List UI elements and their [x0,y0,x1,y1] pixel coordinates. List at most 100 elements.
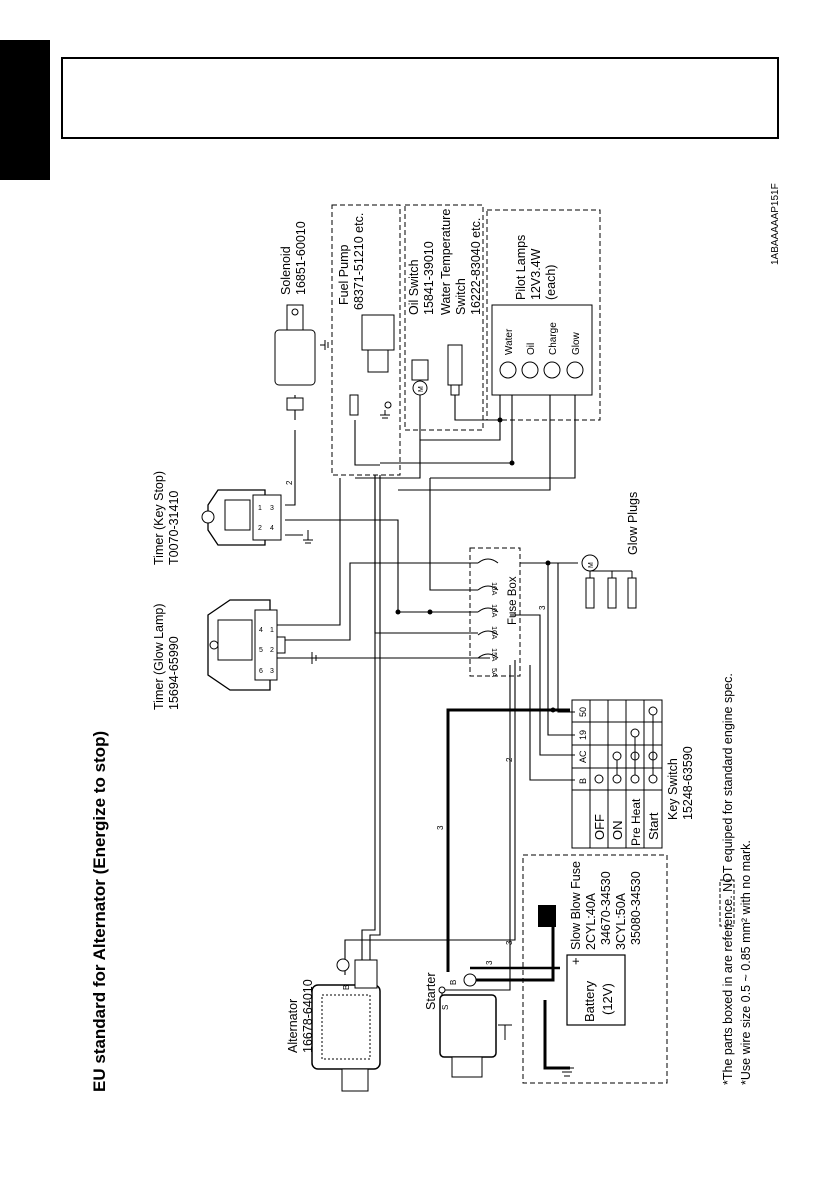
timer-key-pin: 1 [258,505,262,512]
battery-ground-symbol [560,1067,574,1077]
slow-blow-fuse-name: Slow Blow Fuse [569,861,583,950]
ground-symbol [320,340,329,350]
oil-switch-body [411,359,429,381]
fuse-link [477,630,499,636]
oil-switch-name: Oil Switch [407,259,421,315]
timer-key-pin: 4 [270,525,274,532]
fuse-rating: 10A [490,626,499,639]
starter-name: Starter [424,972,438,1010]
figure-code: 1ABAAAAAP151F [770,183,781,265]
key-row-on: ON [610,821,625,841]
key-contact [612,751,622,761]
ground-symbol [380,410,390,419]
terminal-mark: M [418,386,425,392]
timer-glow-pin: 5 [259,647,263,654]
fuel-pump-connector [349,394,359,416]
fuse-rating: 15A [490,648,499,661]
timer-glow-pin: 1 [270,627,274,634]
water-switch-wire [454,395,505,421]
solenoid-name: Solenoid [279,246,293,295]
key-switch-table [571,699,663,849]
pilot-lamps-each: (each) [544,265,558,300]
key-col-50: 50 [578,707,588,717]
lamp-bus-3 [398,375,551,491]
fuse-ratings: 10A 10A 10A 15A 5A [490,582,499,677]
alt-wire-3 [369,475,381,975]
wire-mark: 3 [485,960,494,965]
slow-blow-fuse-line: 35080-34530 [629,871,643,945]
key-row-start: Start [646,812,661,840]
junction-dot [545,560,551,566]
alternator-b-terminal [336,958,350,972]
timer-glow-pin: 4 [259,627,263,634]
fuse-to-timer-wire-2 [429,478,478,591]
slow-blow-fuse-line: 34670-34530 [599,871,613,945]
fuel-pump-body [361,314,395,351]
pilot-lamp-label: Oil [526,343,537,355]
slow-blow-fuse-line: 2CYL:40A [584,892,598,950]
fuel-pump-base [367,349,389,373]
water-switch-name-1: Water Temperature [439,209,453,315]
timer-glow-pin: 6 [259,668,263,675]
fuel-pump-symbol [349,314,395,416]
fuse-link [477,558,499,564]
glow-plugs-name: Glow Plugs [626,492,640,555]
terminal-mark: B [449,980,458,985]
water-switch-part: 16222-83040 etc. [469,218,483,315]
terminal-mark: S [441,1005,450,1010]
timer-glow-tab [276,636,286,654]
timer-key-symbol [201,489,282,546]
solenoid-pin [291,308,299,316]
key-row-preheat: Pre Heat [629,798,643,846]
header-box [61,57,779,139]
timer-glow-ground [295,652,317,664]
fuse-box-name: Fuse Box [507,576,519,625]
battery-plus: + [568,957,583,965]
pilot-lamp [566,361,584,379]
fuel-pump-name: Fuel Pump [337,245,351,305]
wire-mark: 2 [505,757,514,762]
main-power-wire [446,708,570,982]
timer-glow-pins: 6 5 4 3 2 1 [259,627,274,675]
glow-plug-wire-link [589,570,633,578]
solenoid-body [274,329,316,386]
solenoid-part: 16851-60010 [294,221,308,295]
starter-terminal-2 [438,986,446,994]
note-wire-size: *Use wire size 0.5 ~ 0.85 mm² with no ma… [739,840,753,1085]
alternator-fins [321,994,371,1060]
key-19-wire [547,563,575,736]
timer-glow-mount [209,640,219,650]
wire-mark: 3 [538,605,547,610]
solenoid-connector [286,397,304,411]
water-switch-name-2: Switch [454,278,468,315]
oil-switch-part: 15841-39010 [422,241,436,315]
timer-key-name: Timer (Key Stop) [152,471,166,565]
junction-dots [395,417,556,713]
key-ac-wire [510,614,575,756]
key-contact [630,774,640,784]
pilot-lamp-label: Glow [571,331,582,355]
terminal-mark: B [342,985,351,990]
fuse-rating: 10A [490,582,499,595]
fuse-link [477,585,499,591]
key-table-border [571,699,663,849]
timer-key-window [224,499,251,531]
glow-plug [627,577,637,609]
fuse-rating: 5A [490,668,499,677]
glow-plug [607,577,617,609]
pilot-lamp [543,361,561,379]
battery-spec: (12V) [600,983,615,1015]
wiring-harness [270,375,578,1070]
solenoid-plunger [286,304,304,331]
timer-glow-window [217,619,253,661]
alt-wire-1 [344,660,516,975]
junction-dot [427,609,433,615]
timer-glow-wire-b [270,562,478,641]
slow-blow-fuse-symbol [538,905,556,927]
key-contact [612,774,622,784]
fuse-box-symbol [477,558,499,659]
key-b-wire [529,665,575,781]
starter-gear [451,1056,483,1078]
alternator-symbol [311,958,381,1092]
